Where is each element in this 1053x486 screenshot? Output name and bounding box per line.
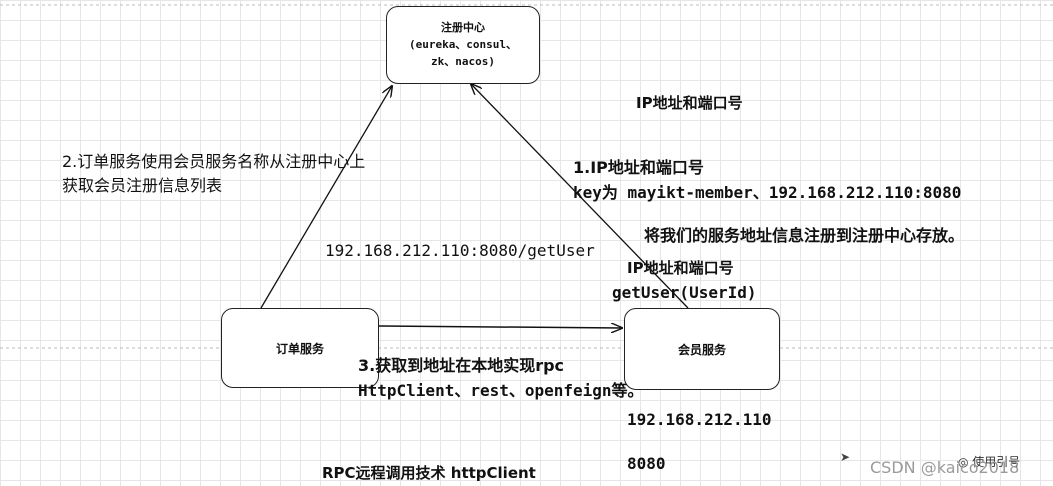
- member-service-label: 会员服务: [677, 342, 726, 357]
- get-user-url-label: 192.168.212.110:8080/getUser: [325, 241, 595, 260]
- member-service-node: 会员服务: [624, 308, 780, 390]
- order-service-node: 订单服务: [221, 308, 379, 388]
- register-note: 将我们的服务地址信息注册到注册中心存放。: [644, 226, 965, 245]
- arrow-order-to-member: [378, 326, 622, 328]
- ip-port-label-top: IP地址和端口号: [636, 94, 743, 112]
- registry-line2: (eureka、consul、: [408, 38, 518, 51]
- registry-title: 注册中心: [441, 21, 485, 34]
- ip-port-label-mid: IP地址和端口号: [627, 259, 734, 277]
- step1-line2: key为 mayikt-member、192.168.212.110:8080: [573, 183, 962, 202]
- mouse-cursor-icon: ➤: [840, 450, 851, 464]
- arrow-order-to-registry: [260, 86, 392, 309]
- step2-line2: 获取会员注册信息列表: [62, 176, 223, 195]
- member-ip-label: 192.168.212.110: [627, 410, 772, 429]
- step2-annotation: 2.订单服务使用会员服务名称从注册中心上 获取会员注册信息列表: [62, 150, 365, 198]
- arrow-member-to-registry: [471, 84, 689, 309]
- registry-line3: zk、nacos): [431, 55, 495, 68]
- get-user-method-label: getUser(UserId): [612, 283, 757, 302]
- csdn-watermark: CSDN @kaico2018: [870, 458, 1020, 477]
- step3-line1: 3.获取到地址在本地实现rpc: [358, 356, 565, 375]
- step2-line1: 2.订单服务使用会员服务名称从注册中心上: [62, 152, 366, 171]
- reference-tip[interactable]: ◎ 使用引号: [958, 455, 1021, 469]
- order-service-label: 订单服务: [275, 341, 324, 356]
- step1-line1: 1.IP地址和端口号: [573, 158, 704, 177]
- registry-center-node: 注册中心 (eureka、consul、 zk、nacos): [386, 6, 540, 84]
- rpc-note: RPC远程调用技术 httpClient: [322, 464, 536, 482]
- step3-line2: HttpClient、rest、openfeign等。: [358, 381, 644, 400]
- member-port-label: 8080: [627, 454, 666, 473]
